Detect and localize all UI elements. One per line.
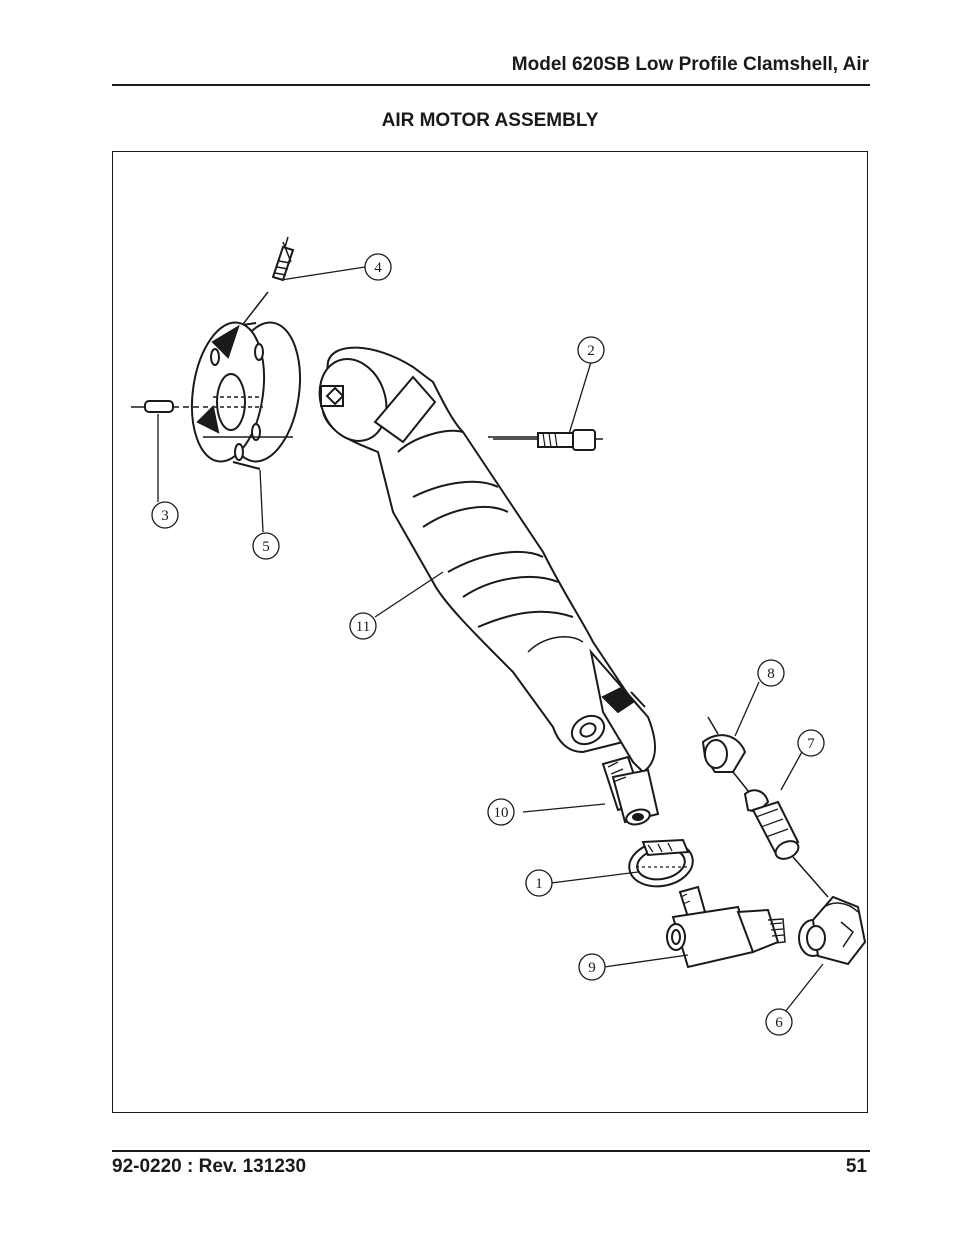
part-2-screw (493, 429, 603, 451)
callout-1: 1 (525, 869, 553, 897)
svg-text:5: 5 (262, 539, 270, 555)
callout-2: 2 (577, 336, 605, 364)
part-7-connector (743, 789, 829, 898)
document-number: 92-0220 : Rev. 131230 (112, 1156, 307, 1177)
svg-text:2: 2 (587, 343, 595, 359)
part-6-tee-fitting (798, 895, 867, 966)
callout-4: 4 (364, 253, 392, 281)
exploded-view-figure: 4 2 3 5 11 8 7 10 (112, 151, 868, 1113)
part-1-hose-clamp (628, 838, 694, 888)
svg-text:3: 3 (161, 508, 169, 524)
svg-text:11: 11 (356, 619, 370, 635)
callout-7: 7 (797, 729, 825, 757)
svg-text:10: 10 (494, 805, 509, 821)
svg-text:9: 9 (588, 960, 596, 976)
svg-text:6: 6 (775, 1015, 783, 1031)
callout-5: 5 (252, 532, 280, 560)
part-5-mounting-flange (190, 321, 301, 470)
callout-11: 11 (349, 612, 377, 640)
svg-text:7: 7 (807, 736, 815, 752)
part-8-cap (701, 716, 754, 798)
part-9-elbow-fitting (666, 885, 786, 969)
callout-9: 9 (578, 953, 606, 981)
callout-8: 8 (757, 659, 785, 687)
svg-text:4: 4 (374, 260, 382, 276)
page-number: 51 (845, 1156, 867, 1177)
callout-3: 3 (151, 501, 179, 529)
section-title: AIR MOTOR ASSEMBLY (381, 110, 599, 131)
svg-text:8: 8 (767, 666, 775, 682)
leader-lines (157, 266, 824, 1013)
svg-text:1: 1 (535, 876, 543, 892)
part-3-dowel-pin (131, 400, 293, 438)
footer-rule (112, 1150, 870, 1152)
air-motor-drawing: 4 2 3 5 11 8 7 10 (131, 236, 867, 1036)
document-header-title: Model 620SB Low Profile Clamshell, Air (511, 54, 869, 75)
part-4-set-screw (232, 236, 295, 338)
part-11-air-motor (318, 346, 656, 774)
callout-10: 10 (487, 798, 515, 826)
header-rule (112, 84, 870, 86)
part-10-fitting (601, 755, 660, 826)
callout-6: 6 (765, 1008, 793, 1036)
